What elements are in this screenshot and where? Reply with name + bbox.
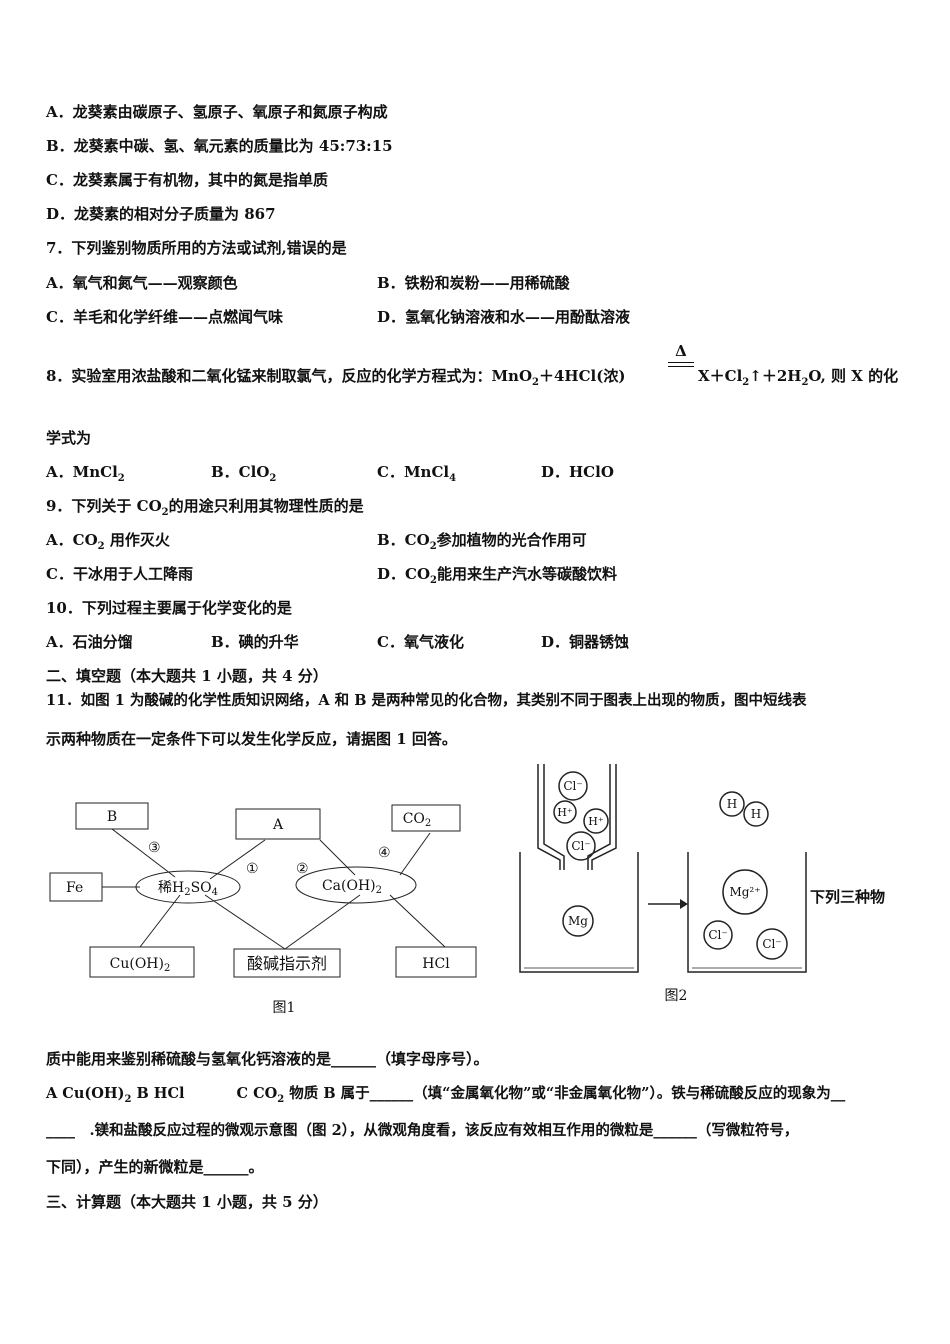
q11-line4-a: A Cu(OH)	[46, 1085, 125, 1102]
label-1: ①	[246, 861, 259, 877]
node-co2: CO2	[403, 811, 432, 829]
node-a: A	[272, 817, 284, 833]
q8-option-a: A．MnCl2	[46, 462, 125, 489]
q11-side-text: 下列三种物	[810, 888, 886, 906]
cl-ion: Cl⁻	[708, 928, 727, 942]
figure-1-network: B A CO2 Fe 稀H2SO4 Ca(OH)2 Cu(OH)2 酸碱指示剂 …	[49, 802, 477, 1016]
figure-2-caption: 图2	[665, 988, 688, 1004]
q8-option-b-sub: 2	[269, 473, 277, 484]
h-ion: H⁺	[588, 815, 604, 828]
section-2-heading: 二、填空题（本大题共 1 小题，共 4 分）	[46, 667, 328, 685]
q8-option-b-text: B．ClO	[211, 463, 270, 481]
h-ion: H⁺	[557, 806, 573, 819]
q8-stem-part1: 8．实验室用浓盐酸和二氧化锰来制取氯气，反应的化学方程式为：MnO	[46, 367, 533, 385]
q9-stem-a: 9．下列关于 CO	[46, 497, 162, 515]
q8-stem-line2: 学式为	[46, 429, 92, 447]
q8-option-c: C．MnCl4	[377, 462, 456, 489]
q6-option-c: C．龙葵素属于有机物，其中的氮是指单质	[46, 171, 328, 189]
q8-stem-part5: O, 则 X 的化	[808, 367, 899, 385]
q8-sub: 2	[801, 377, 809, 388]
q11-line5: ____ .镁和盐酸反应过程的微观示意图（图 2），从微观角度看，该反应有效相互…	[46, 1122, 799, 1139]
q9-option-c: C．干冰用于人工降雨	[46, 565, 193, 583]
q11-line1: 11．如图 1 为酸碱的化学性质知识网络，A 和 B 是两种常见的化合物，其类别…	[46, 692, 807, 709]
q9-a-1: A．CO	[46, 531, 98, 549]
q11-line4-sub2: 2	[277, 1093, 285, 1105]
q10-option-a: A．石油分馏	[46, 633, 133, 651]
q8-option-a-text: A．MnCl	[46, 463, 118, 481]
q7-option-a: A．氧气和氮气——观察颜色	[46, 274, 238, 292]
q11-line6: 下同），产生的新微粒是______。	[46, 1158, 264, 1176]
label-3: ③	[148, 840, 161, 856]
q8-stem: 8．实验室用浓盐酸和二氧化锰来制取氯气，反应的化学方程式为：MnO2＋4HCl(…	[46, 366, 625, 393]
cl-ion: Cl⁻	[571, 839, 590, 853]
q9-stem: 9．下列关于 CO2的用途只利用其物理性质的是	[46, 496, 364, 523]
equals-line-top	[668, 362, 694, 363]
q9-b-sub: 2	[429, 541, 437, 552]
mg-atom: Mg	[568, 914, 588, 928]
q9-b-2: 参加植物的光合作用可	[436, 531, 587, 549]
q9-option-b: B．CO2参加植物的光合作用可	[377, 530, 587, 557]
q7-stem: 7．下列鉴别物质所用的方法或试剂,错误的是	[46, 239, 347, 257]
q9-d-2: 能用来生产汽水等碳酸饮料	[436, 565, 617, 583]
mg-ion: Mg²⁺	[729, 885, 760, 899]
q11-line4-b: B HCl	[131, 1085, 185, 1102]
q6-option-a: A．龙葵素由碳原子、氢原子、氧原子和氮原子构成	[46, 103, 388, 121]
q6-option-b: B．龙葵素中碳、氢、氧元素的质量比为 45:73:15	[46, 137, 393, 155]
cl-ion: Cl⁻	[563, 779, 582, 793]
section-3-heading: 三、计算题（本大题共 1 小题，共 5 分）	[46, 1193, 328, 1211]
q9-a-2: 用作灭火	[109, 531, 170, 549]
q9-d-sub: 2	[430, 575, 437, 586]
q8-stem-part3: X＋Cl	[698, 367, 743, 385]
q6-option-d: D．龙葵素的相对分子质量为 867	[46, 205, 276, 223]
q11-line3: 质中能用来鉴别稀硫酸与氢氧化钙溶液的是______（填字母序号）。	[46, 1050, 489, 1068]
q9-stem-b: 的用途只利用其物理性质的是	[168, 497, 364, 515]
q10-option-b: B．碘的升华	[211, 633, 299, 651]
node-indicator: 酸碱指示剂	[247, 954, 327, 973]
q8-sub: 2	[532, 377, 539, 388]
q11-line4-sub: 2	[124, 1093, 132, 1105]
q8-stem-part4: ↑＋2H	[749, 367, 802, 385]
q11-line2: 示两种物质在一定条件下可以发生化学反应，请据图 1 回答。	[46, 730, 457, 748]
figure-2-microscopic: Cl⁻ H⁺ H⁺ Cl⁻ Mg H H Mg²⁺ Cl⁻ Cl⁻ 图2	[519, 764, 807, 1004]
equals-line-bottom	[668, 366, 694, 367]
q8-stem-rest: X＋Cl2↑＋2H2O, 则 X 的化	[698, 366, 898, 393]
node-cuoh2: Cu(OH)2	[110, 956, 171, 974]
h-atom: H	[727, 797, 737, 811]
node-fe: Fe	[66, 880, 83, 896]
figure-1-caption: 图1	[273, 1000, 296, 1016]
q10-option-c: C．氧气液化	[377, 633, 464, 651]
q9-a-sub: 2	[97, 541, 105, 552]
q10-stem: 10．下列过程主要属于化学变化的是	[46, 599, 292, 617]
q9-d-1: D．CO	[377, 565, 431, 583]
q9-sub: 2	[161, 507, 169, 518]
q8-sub: 2	[742, 377, 750, 388]
q11-line4-d: 物质 B 属于______（填“金属氧化物”或“非金属氧化物”）。铁与稀硫酸反应…	[284, 1085, 846, 1102]
q7-option-c: C．羊毛和化学纤维——点燃闻气味	[46, 308, 283, 326]
q9-option-a: A．CO2 用作灭火	[46, 530, 170, 557]
q10-option-d: D．铜器锈蚀	[541, 633, 630, 651]
reaction-condition-delta: Δ	[675, 342, 687, 360]
q8-option-c-text: C．MnCl	[377, 463, 450, 481]
node-caoh2: Ca(OH)2	[322, 878, 382, 896]
q8-option-b: B．ClO2	[211, 462, 276, 489]
node-b: B	[107, 809, 117, 825]
q9-option-d: D．CO2能用来生产汽水等碳酸饮料	[377, 564, 617, 591]
q8-option-a-sub: 2	[117, 473, 125, 484]
q9-b-1: B．CO	[377, 531, 430, 549]
q7-option-b: B．铁粉和炭粉——用稀硫酸	[377, 274, 570, 292]
node-h2so4: 稀H2SO4	[158, 880, 218, 898]
q8-option-c-sub: 4	[449, 473, 457, 484]
cl-ion: Cl⁻	[762, 937, 781, 951]
node-hcl: HCl	[422, 956, 450, 972]
q8-stem-part2: ＋4HCl(浓)	[539, 367, 626, 385]
q8-option-d: D．HClO	[541, 463, 614, 481]
q7-option-d: D．氢氧化钠溶液和水——用酚酞溶液	[377, 308, 631, 326]
h-atom: H	[751, 807, 761, 821]
label-2: ②	[296, 861, 309, 877]
label-4: ④	[378, 845, 391, 861]
q11-line4-c: C CO	[236, 1085, 278, 1102]
